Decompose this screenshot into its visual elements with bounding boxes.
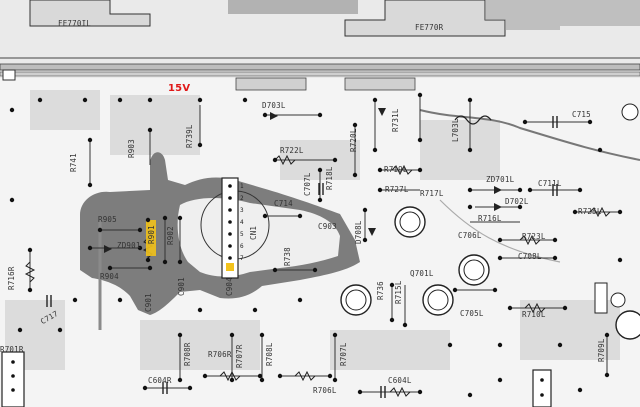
cn1-pin-4: 4: [240, 219, 244, 226]
label-r708l: R708L: [265, 342, 274, 366]
label-d702l: D702L: [505, 197, 529, 206]
label-r706l: R706L: [313, 386, 337, 395]
label-fet-right: FE770R: [415, 23, 444, 32]
label-r707l: R707L: [339, 342, 348, 366]
label-r707r: R707R: [235, 344, 244, 368]
label-zd701l: ZD701L: [486, 175, 515, 184]
cn1-pin-3: 3: [240, 207, 244, 214]
label-r716l: R716L: [478, 214, 502, 223]
label-r727l: R727L: [385, 185, 409, 194]
label-c901: C901: [144, 293, 153, 312]
label-r741: R741: [69, 153, 78, 172]
cn1-pin-6: 6: [240, 243, 244, 250]
label-c708l: C708L: [518, 252, 542, 261]
label-r716r: R716R: [7, 266, 16, 290]
cn1-pin-5: 5: [240, 231, 244, 238]
label-cn1: CN1: [249, 225, 258, 240]
cn1-pin-2: 2: [240, 195, 244, 202]
label-r722l: R722L: [280, 146, 304, 155]
label-c901a: C901: [177, 277, 186, 296]
label-r717l: R717L: [420, 189, 444, 198]
label-r731l: R731L: [391, 108, 400, 132]
label-r739l: R739L: [185, 124, 194, 148]
label-r903: R903: [127, 139, 136, 158]
label-r736: R736: [376, 281, 385, 300]
label-q701l: Q701L: [410, 269, 434, 278]
label-c903: C903: [318, 222, 337, 231]
label-zd901: ZD901: [117, 241, 141, 250]
label-r701r: R701R: [0, 345, 24, 354]
label-r718l: R718L: [325, 166, 334, 190]
label-c604l: C604L: [388, 376, 412, 385]
label-d708l: D708L: [354, 220, 363, 244]
label-r709l: R709L: [597, 338, 606, 362]
label-c714: C714: [274, 199, 293, 208]
label-r719l: R719L: [384, 165, 408, 174]
label-fet-left: FE770IL: [58, 19, 92, 28]
label-r715l: R715L: [394, 280, 403, 304]
label-c715: C715: [572, 110, 591, 119]
label-c904: C904: [225, 277, 234, 296]
label-r723l: R723L: [522, 232, 546, 241]
label-c604r: C604R: [148, 376, 172, 385]
label-r904: R904: [100, 272, 119, 281]
label-c705l: C705L: [460, 309, 484, 318]
label-r706r: R706R: [208, 350, 232, 359]
rail-voltage-label: 15V: [168, 83, 191, 94]
cn1-pin-1: 1: [240, 183, 244, 190]
label-l703l: L703L: [451, 118, 460, 142]
label-c711l: C711L: [538, 179, 562, 188]
label-r710l: R710L: [522, 310, 546, 319]
label-c706l: C706L: [458, 231, 482, 240]
label-c707l: C707L: [303, 172, 312, 196]
label-r708r: R708R: [183, 342, 192, 366]
cn1-pin-7: 7: [240, 255, 244, 262]
label-d703l: D703L: [262, 101, 286, 110]
label-r720l: R720L: [349, 128, 358, 152]
label-r905: R905: [98, 215, 117, 224]
label-r725l: R725L: [578, 207, 602, 216]
label-r902: R902: [166, 226, 175, 245]
label-r901: R901: [147, 225, 156, 244]
label-r738: R738: [283, 247, 292, 266]
